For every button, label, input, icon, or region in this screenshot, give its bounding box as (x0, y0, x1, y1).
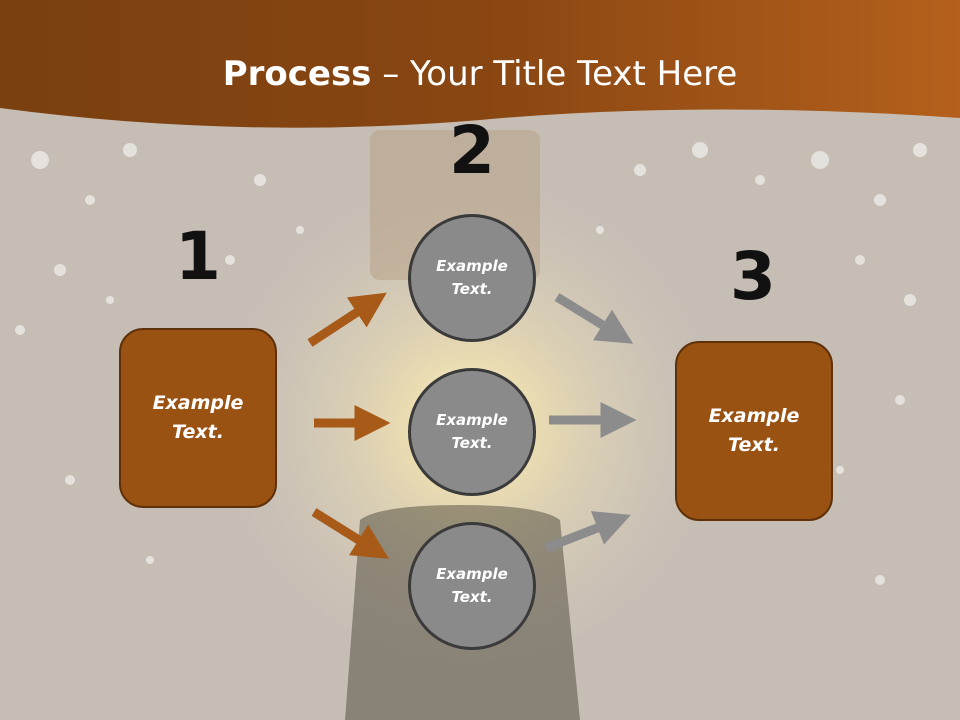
title-bold: Process (222, 54, 372, 94)
box-right-line-2: Text. (728, 434, 780, 456)
step-number-3: 3 (730, 238, 776, 315)
circle-3-line-1: Example (436, 565, 508, 583)
process-box-left[interactable]: Example Text. (119, 328, 277, 508)
step-number-1: 1 (175, 218, 221, 295)
process-box-right[interactable]: Example Text. (675, 341, 833, 521)
circle-3-line-2: Text. (451, 588, 493, 606)
circle-1-line-1: Example (436, 257, 508, 275)
title-rest: – Your Title Text Here (371, 54, 738, 94)
slide-title: Process – Your Title Text Here (0, 52, 960, 96)
circle-2-line-1: Example (436, 411, 508, 429)
box-right-line-1: Example (708, 405, 800, 427)
box-left-line-1: Example (152, 392, 244, 414)
process-circle-3[interactable]: Example Text. (408, 522, 536, 650)
circle-2-line-2: Text. (451, 434, 493, 452)
process-circle-1[interactable]: Example Text. (408, 214, 536, 342)
box-left-line-2: Text. (172, 421, 224, 443)
process-circle-2[interactable]: Example Text. (408, 368, 536, 496)
step-number-2: 2 (449, 112, 495, 189)
circle-1-line-2: Text. (451, 280, 493, 298)
